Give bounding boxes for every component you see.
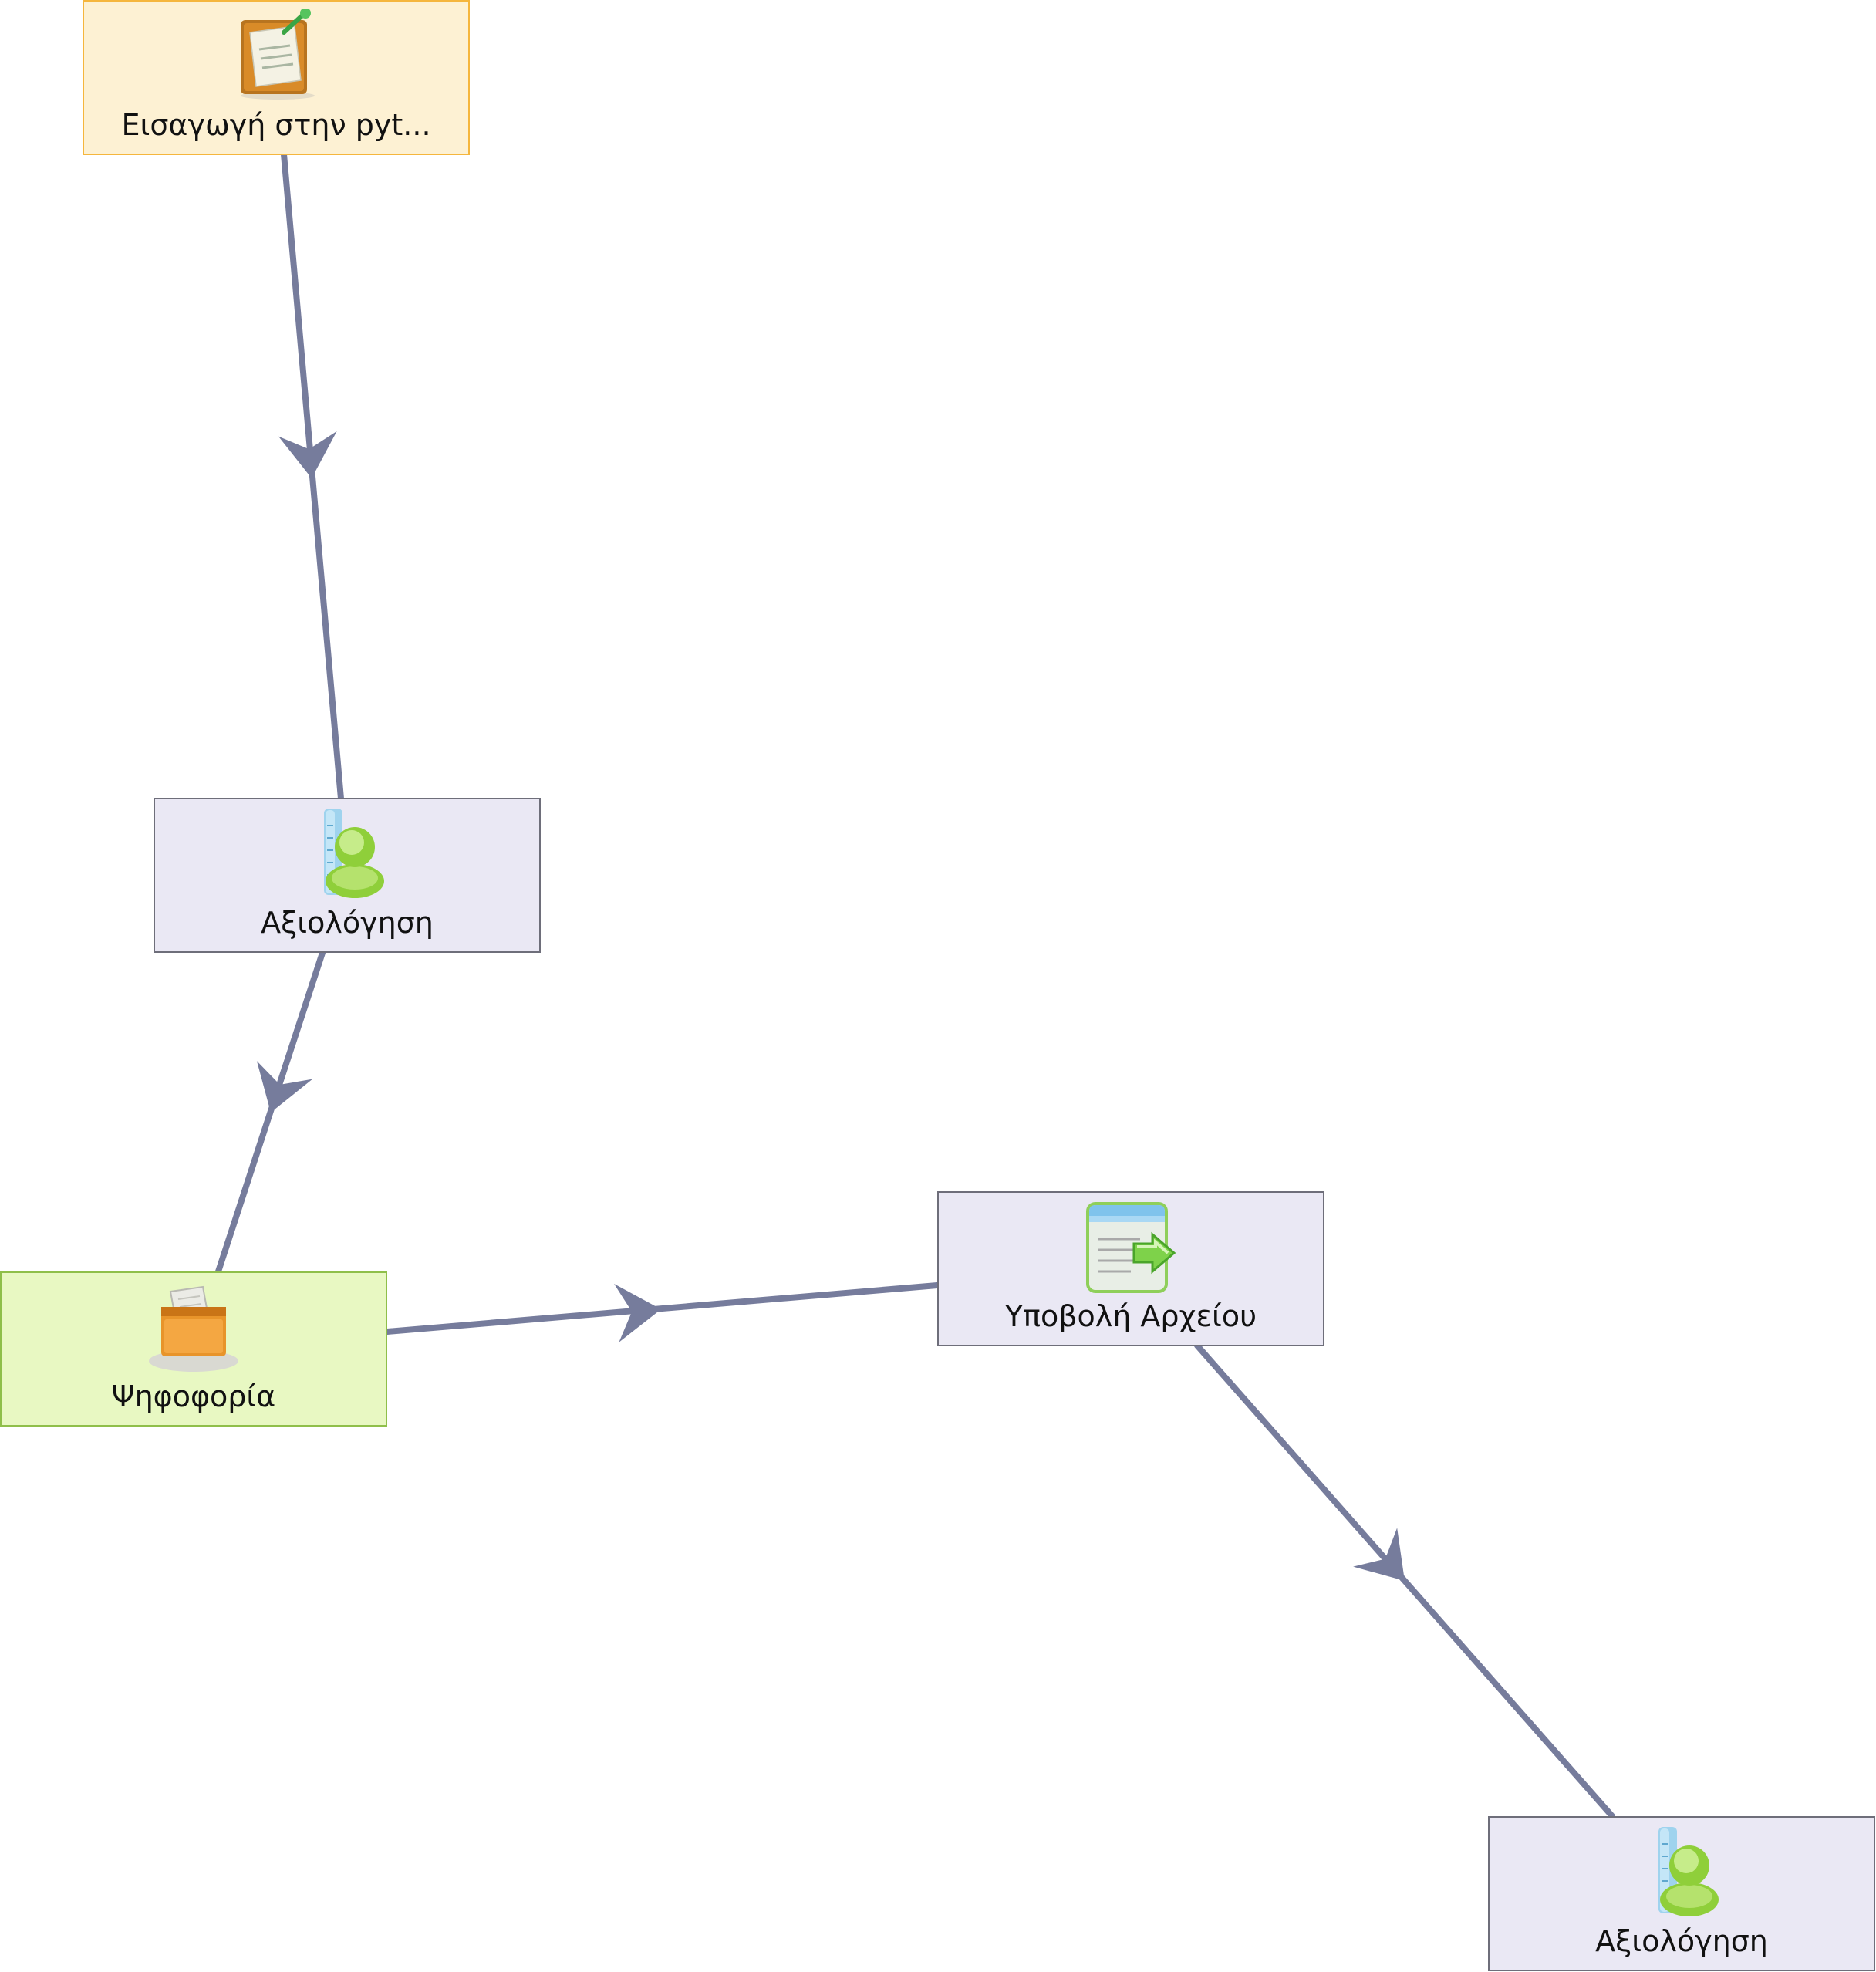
node-intro-label: Εισαγωγή στην pyt... xyxy=(121,108,431,142)
node-assessment-2[interactable]: Αξιολόγηση xyxy=(1488,1816,1875,1971)
node-vote-label: Ψηφοφορία xyxy=(111,1379,276,1413)
ballot-box-icon xyxy=(149,1285,238,1372)
node-intro[interactable]: Εισαγωγή στην pyt... xyxy=(83,0,470,155)
node-submit-file-label: Υποβολή Αρχείου xyxy=(1004,1299,1257,1333)
edge-intro-to-assessment1 xyxy=(278,151,344,802)
assessment-person-icon xyxy=(1658,1827,1719,1916)
edge-submit-file-to-assessment2 xyxy=(1194,1342,1615,1819)
notepad-pin-icon xyxy=(241,9,315,100)
node-assessment-2-label: Αξιολόγηση xyxy=(1595,1924,1768,1958)
node-vote[interactable]: Ψηφοφορία xyxy=(0,1271,387,1427)
assessment-person-icon xyxy=(324,809,384,898)
edge-assessment1-to-vote xyxy=(215,950,326,1275)
node-assessment-1-label: Αξιολόγηση xyxy=(261,906,434,940)
node-assessment-1[interactable]: Αξιολόγηση xyxy=(154,798,541,953)
file-submit-icon xyxy=(1086,1202,1176,1293)
edge-vote-to-submit-file xyxy=(384,1280,940,1342)
node-submit-file[interactable]: Υποβολή Αρχείου xyxy=(937,1191,1324,1346)
